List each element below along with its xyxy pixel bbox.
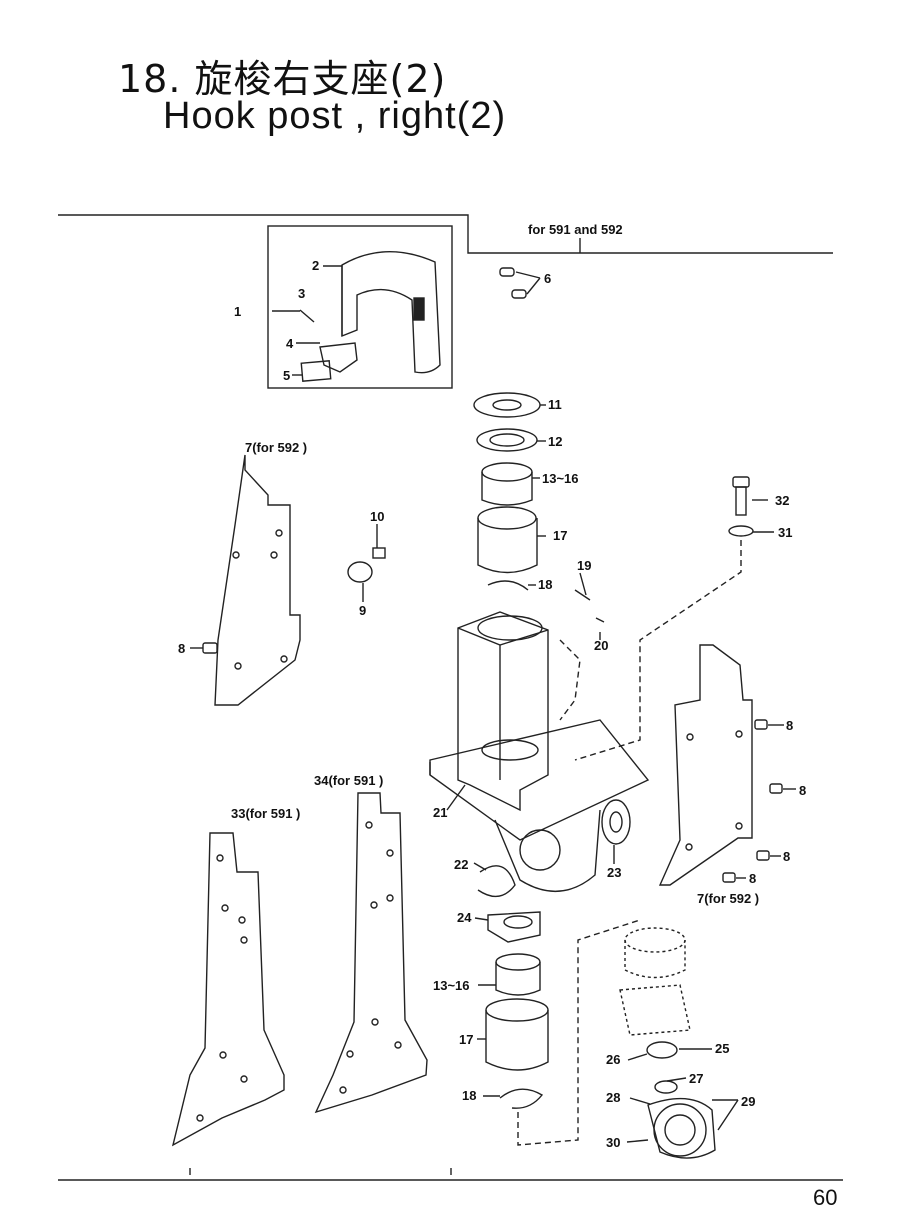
leader-lines [292, 265, 615, 864]
label-8-left: 8 [178, 641, 185, 656]
bushing-9-screw-10 [347, 524, 386, 602]
cover-inset-box [267, 225, 453, 389]
hook-post-body [429, 589, 650, 892]
variant-note: for 591 and 592 [528, 222, 623, 237]
label-25: 25 [715, 1041, 729, 1056]
label-31: 31 [778, 525, 792, 540]
label-34: 34(for 591 ) [314, 773, 383, 788]
label-30: 30 [606, 1135, 620, 1150]
label-24: 24 [457, 910, 472, 925]
label-3: 3 [298, 286, 305, 301]
label-17-bottom: 17 [459, 1032, 473, 1047]
label-2: 2 [312, 258, 319, 273]
label-20: 20 [594, 638, 608, 653]
label-11: 11 [548, 397, 562, 412]
label-4: 4 [286, 336, 294, 351]
label-19: 19 [577, 558, 591, 573]
label-5: 5 [283, 368, 290, 383]
label-8-r3: 8 [783, 849, 790, 864]
label-28: 28 [606, 1090, 620, 1105]
label-13-16-bottom: 13~16 [433, 978, 470, 993]
label-17-top: 17 [553, 528, 567, 543]
label-23: 23 [607, 865, 621, 880]
label-7-right: 7(for 592 ) [697, 891, 759, 906]
right-plate-7 [658, 644, 796, 886]
label-32: 32 [775, 493, 789, 508]
label-18-top: 18 [538, 577, 552, 592]
page-number: 60 [813, 1185, 838, 1210]
header-rule [58, 214, 833, 254]
label-7-left: 7(for 592 ) [245, 440, 307, 455]
plate-33 [171, 832, 285, 1147]
label-8-r2: 8 [799, 783, 806, 798]
callout-labels: 1 2 3 4 5 6 7(for 592 ) 7(for 592 ) 8 8 … [178, 258, 806, 1150]
screws-6 [499, 267, 541, 299]
label-26: 26 [606, 1052, 620, 1067]
upper-bearing-stack [473, 392, 546, 591]
label-13-16-top: 13~16 [542, 471, 579, 486]
label-33: 33(for 591 ) [231, 806, 300, 821]
label-22: 22 [454, 857, 468, 872]
label-27: 27 [689, 1071, 703, 1086]
label-12: 12 [548, 434, 562, 449]
label-10: 10 [370, 509, 384, 524]
page-title-english: Hook post , right(2) [163, 95, 507, 137]
left-plate-7 [190, 454, 301, 706]
footer-rule [58, 1168, 843, 1181]
lower-bearing-stack [473, 862, 641, 1146]
label-21: 21 [433, 805, 447, 820]
label-6: 6 [544, 271, 551, 286]
plate-34 [314, 792, 428, 1114]
label-18-bottom: 18 [462, 1088, 476, 1103]
label-29: 29 [741, 1094, 755, 1109]
label-8-r1: 8 [786, 718, 793, 733]
label-1: 1 [234, 304, 241, 319]
label-8-r4: 8 [749, 871, 756, 886]
hook-assembly [619, 927, 739, 1159]
screw-32-washer-31 [574, 476, 774, 761]
label-9: 9 [359, 603, 366, 618]
page-title-chinese: 18. 旋梭右支座(2) [118, 57, 447, 101]
